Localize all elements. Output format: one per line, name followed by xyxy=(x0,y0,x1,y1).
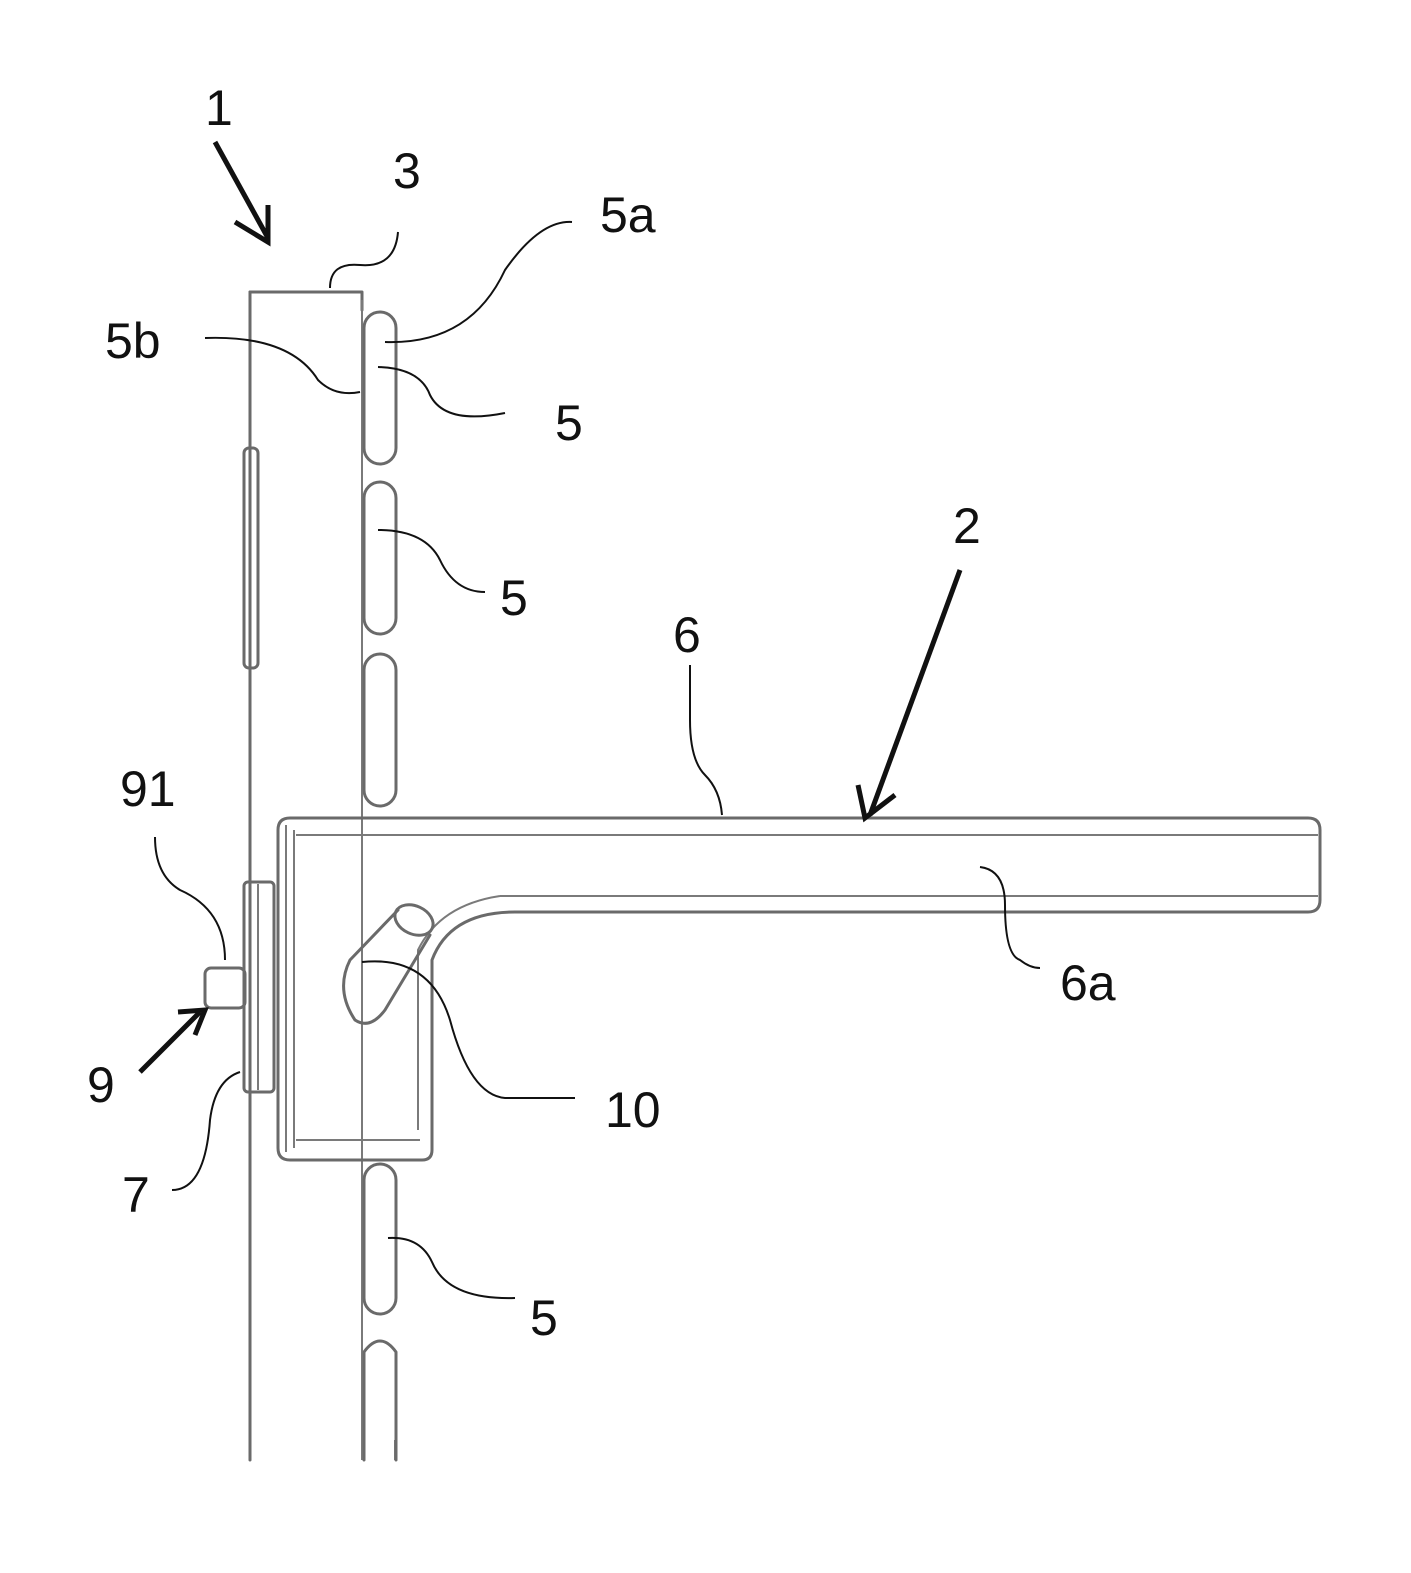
label-7: 7 xyxy=(122,1167,150,1223)
label-5b: 5b xyxy=(105,313,161,369)
leader-3 xyxy=(329,231,399,289)
element-91 xyxy=(203,966,247,1010)
reference-labels: 1 3 5a 5b 5 5 2 6 91 6a 9 10 7 5 xyxy=(87,80,1116,1346)
bracket-outline xyxy=(276,816,1322,1162)
arrow-2-head xyxy=(855,784,897,823)
slot-2 xyxy=(362,480,398,636)
arrow-1-head xyxy=(233,205,271,247)
label-91: 91 xyxy=(120,761,176,817)
label-2: 2 xyxy=(953,498,981,554)
component-10-body xyxy=(342,908,432,1025)
slot-4 xyxy=(362,1162,398,1316)
leader-6a xyxy=(979,866,1041,969)
arrow-9-head xyxy=(177,1007,209,1036)
arrow-9 xyxy=(138,1010,202,1074)
component-10 xyxy=(342,903,435,1025)
arrows xyxy=(138,140,963,1074)
slot-5 xyxy=(362,1339,398,1462)
label-9: 9 xyxy=(87,1057,115,1113)
arrow-2 xyxy=(867,569,963,816)
bracket xyxy=(276,816,1322,1162)
leader-5b xyxy=(204,336,361,395)
label-5-bottom: 5 xyxy=(530,1290,558,1346)
post-front-slot xyxy=(242,446,260,670)
leader-6 xyxy=(689,665,723,816)
leader-10 xyxy=(361,960,575,1099)
label-6: 6 xyxy=(673,607,701,663)
label-5a: 5a xyxy=(600,187,656,243)
post-top-3 xyxy=(248,290,364,312)
leader-5a xyxy=(384,220,573,344)
leader-lines xyxy=(154,220,1041,1300)
label-5-mid: 5 xyxy=(500,570,528,626)
slot-1 xyxy=(362,310,398,466)
label-1: 1 xyxy=(205,80,233,136)
leader-5-top xyxy=(377,366,506,418)
leader-5-bottom xyxy=(387,1236,516,1300)
label-5-top: 5 xyxy=(555,395,583,451)
leader-91 xyxy=(154,836,226,961)
label-3: 3 xyxy=(393,143,421,199)
slots xyxy=(362,310,398,1462)
upright-post xyxy=(242,290,396,1462)
label-10: 10 xyxy=(605,1082,661,1138)
leader-5-mid xyxy=(377,529,486,593)
arrow-1 xyxy=(212,140,271,240)
label-6a: 6a xyxy=(1060,955,1116,1011)
bracket-inner-curve xyxy=(417,895,501,1130)
leader-7 xyxy=(171,1071,241,1191)
slot-3 xyxy=(362,652,398,808)
